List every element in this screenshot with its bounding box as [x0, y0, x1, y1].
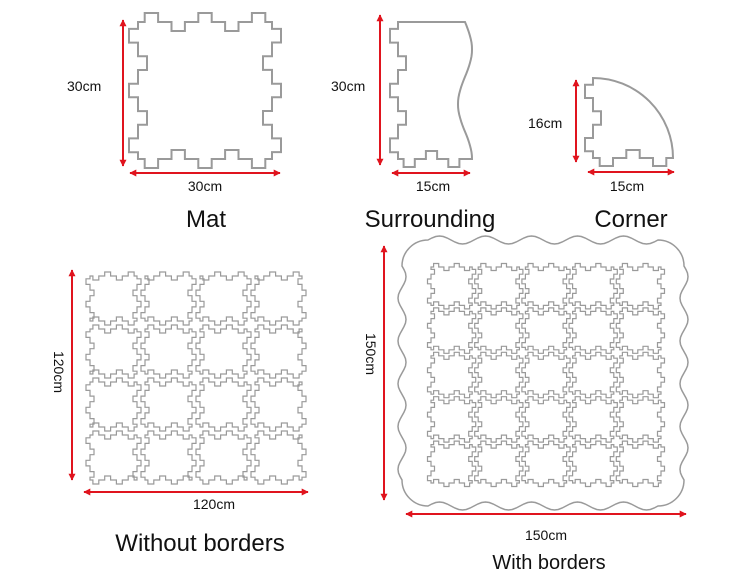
- tile-without-borders: [250, 271, 307, 326]
- tile-with-borders: [474, 351, 524, 399]
- with-borders-height-label: 150cm: [363, 333, 379, 375]
- tile-without-borders: [195, 324, 252, 379]
- mat-height-label: 30cm: [67, 78, 101, 94]
- surrounding-height-label: 30cm: [331, 78, 365, 94]
- tile-without-borders: [140, 324, 197, 379]
- tile-without-borders: [195, 377, 252, 432]
- tile-with-borders: [521, 307, 571, 354]
- surrounding-caption: Surrounding: [365, 206, 496, 233]
- surrounding-width-label: 15cm: [416, 178, 450, 194]
- corner-outline: [584, 76, 675, 167]
- tile-without-borders: [250, 324, 307, 379]
- mat-caption: Mat: [186, 206, 226, 233]
- with-borders-wavy-border: [397, 235, 689, 511]
- corner-piece: 16cm 15cm Corner: [528, 76, 675, 233]
- tile-with-borders: [426, 351, 477, 399]
- tile-with-borders: [568, 307, 618, 354]
- tile-with-borders: [521, 351, 571, 399]
- tile-without-borders: [85, 430, 142, 485]
- mat-piece: 30cm 30cm Mat: [67, 12, 282, 233]
- tile-with-borders: [568, 440, 618, 488]
- with-borders-width-label: 150cm: [525, 527, 567, 543]
- mat-width-label: 30cm: [188, 178, 222, 194]
- tile-with-borders: [568, 396, 618, 443]
- tile-with-borders: [474, 440, 524, 488]
- without-borders-assembly: 120cm 120cm Without borders: [51, 269, 309, 557]
- tile-without-borders: [250, 430, 307, 485]
- tile-with-borders: [474, 396, 524, 443]
- tile-without-borders: [85, 271, 142, 326]
- with-borders-assembly: 150cm 150cm With borders: [363, 235, 689, 574]
- tile-with-borders: [521, 396, 571, 443]
- with-borders-caption: With borders: [492, 552, 605, 574]
- tile-with-borders: [615, 307, 666, 354]
- tile-with-borders: [615, 262, 666, 310]
- without-borders-height-label: 120cm: [51, 351, 67, 393]
- tile-with-borders: [615, 396, 666, 443]
- tile-with-borders: [426, 307, 477, 354]
- tile-with-borders: [426, 396, 477, 443]
- tile-with-borders: [426, 262, 477, 310]
- tile-with-borders: [568, 351, 618, 399]
- tile-with-borders: [521, 262, 571, 310]
- tile-with-borders: [474, 307, 524, 354]
- tile-with-borders: [615, 351, 666, 399]
- corner-caption: Corner: [594, 206, 667, 233]
- tile-without-borders: [140, 430, 197, 485]
- with-borders-grid: [426, 262, 666, 488]
- tile-with-borders: [474, 262, 524, 310]
- tile-without-borders: [195, 271, 252, 326]
- surrounding-outline: [389, 21, 474, 168]
- tile-without-borders: [140, 271, 197, 326]
- corner-height-label: 16cm: [528, 115, 562, 131]
- without-borders-width-label: 120cm: [193, 496, 235, 512]
- tile-without-borders: [195, 430, 252, 485]
- tile-without-borders: [250, 377, 307, 432]
- mat-outline: [128, 12, 282, 169]
- tile-without-borders: [85, 377, 142, 432]
- without-borders-caption: Without borders: [115, 530, 284, 557]
- tile-without-borders: [140, 377, 197, 432]
- tile-with-borders: [615, 440, 666, 488]
- tile-with-borders: [521, 440, 571, 488]
- tile-with-borders: [568, 262, 618, 310]
- without-borders-grid: [85, 271, 307, 485]
- tile-without-borders: [85, 324, 142, 379]
- tile-with-borders: [426, 440, 477, 488]
- corner-width-label: 15cm: [610, 178, 644, 194]
- surrounding-piece: 30cm 15cm Surrounding: [331, 14, 496, 233]
